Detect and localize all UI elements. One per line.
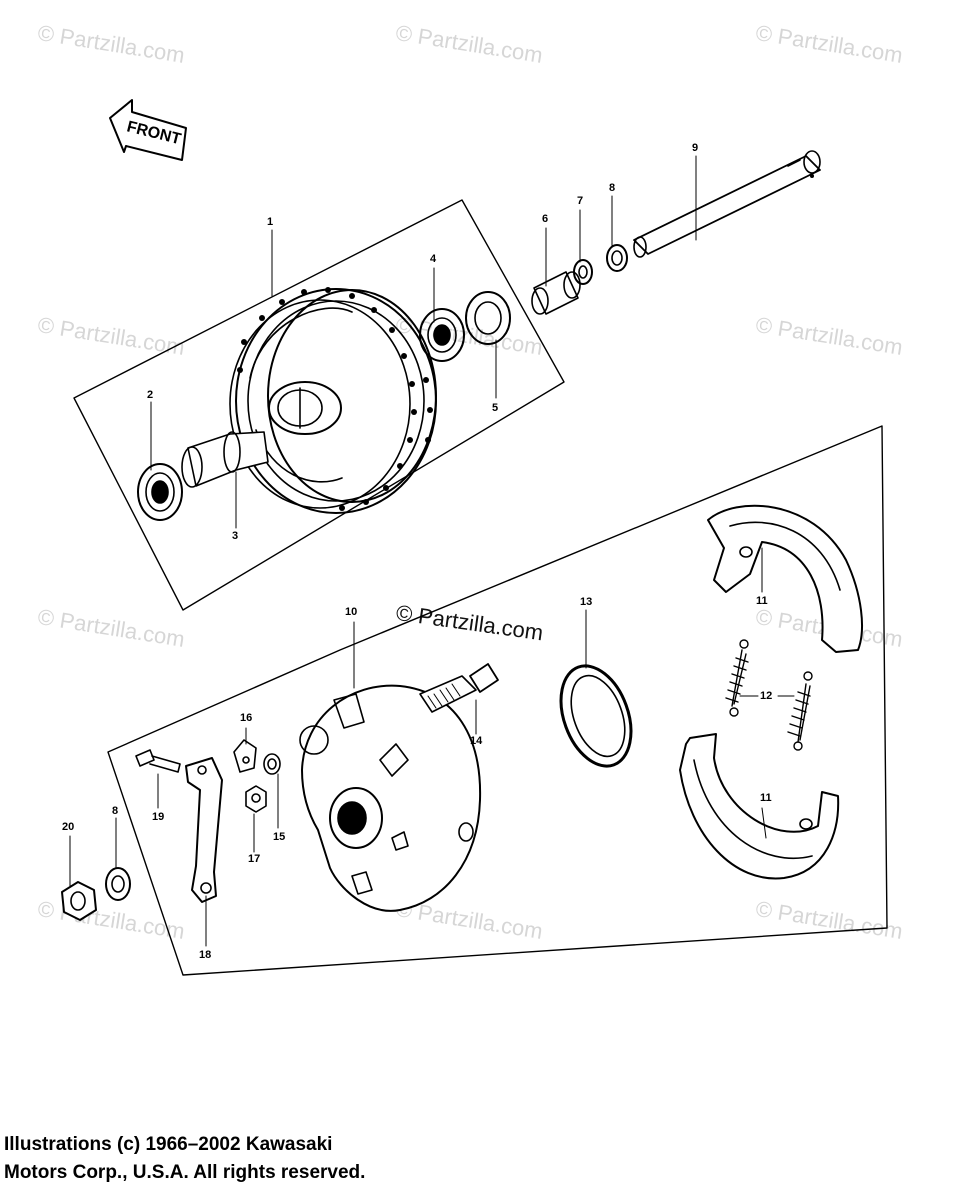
callout-9: 9 [692, 142, 699, 154]
callout-11-lower: 11 [760, 792, 772, 804]
washer-8 [606, 244, 628, 272]
stopper-plate [233, 739, 257, 773]
washer-7 [573, 259, 593, 285]
callout-19: 19 [152, 811, 165, 823]
copyright-line-1: Illustrations (c) 1966–2002 Kawasaki [4, 1134, 333, 1155]
callout-14: 14 [470, 735, 483, 747]
leader-lines [69, 155, 795, 947]
callout-10: 10 [345, 606, 358, 618]
callout-17: 17 [248, 853, 261, 865]
callout-18: 18 [199, 949, 212, 961]
callout-16: 16 [240, 712, 253, 724]
washer-15 [263, 753, 281, 775]
oil-seal [465, 291, 511, 345]
callout-8-lower: 8 [112, 805, 119, 817]
axle-nut [61, 881, 97, 921]
washer-8-lower [105, 867, 131, 901]
bearing-right [419, 308, 465, 362]
bolt-19 [135, 749, 181, 773]
callout-8: 8 [609, 182, 616, 194]
hub-group-frame [73, 199, 565, 611]
callout-3: 3 [232, 530, 239, 542]
brake-panel [299, 684, 482, 912]
copyright-notice: Illustrations (c) 1966–2002 Kawasaki Mot… [4, 1131, 365, 1187]
brake-lever [185, 757, 223, 903]
callout-1: 1 [267, 216, 274, 228]
brake-cam [419, 663, 499, 713]
copyright-line-2: Motors Corp., U.S.A. All rights reserved… [4, 1162, 366, 1183]
front-arrow-icon: FRONT [109, 99, 187, 161]
axle [633, 150, 821, 258]
callout-15: 15 [273, 831, 286, 843]
callout-5: 5 [492, 402, 499, 414]
hub-spacer [181, 431, 269, 488]
bearing-left [137, 463, 183, 521]
seal-ring [559, 664, 633, 768]
callout-6: 6 [542, 213, 549, 225]
wheel-hub [229, 287, 437, 514]
callout-2: 2 [147, 389, 154, 401]
callout-13: 13 [580, 596, 593, 608]
callout-7: 7 [577, 195, 584, 207]
nut-17 [245, 785, 267, 813]
brake-shoe-upper [707, 504, 863, 653]
brake-shoe-lower [679, 733, 840, 880]
callout-20: 20 [62, 821, 75, 833]
collar [531, 271, 581, 315]
callout-11-upper: 11 [756, 595, 768, 607]
return-spring-b [787, 671, 813, 751]
return-spring-a [725, 639, 749, 717]
callout-12: 12 [760, 690, 773, 702]
brake-group-frame [107, 425, 888, 976]
callout-4: 4 [430, 253, 437, 265]
